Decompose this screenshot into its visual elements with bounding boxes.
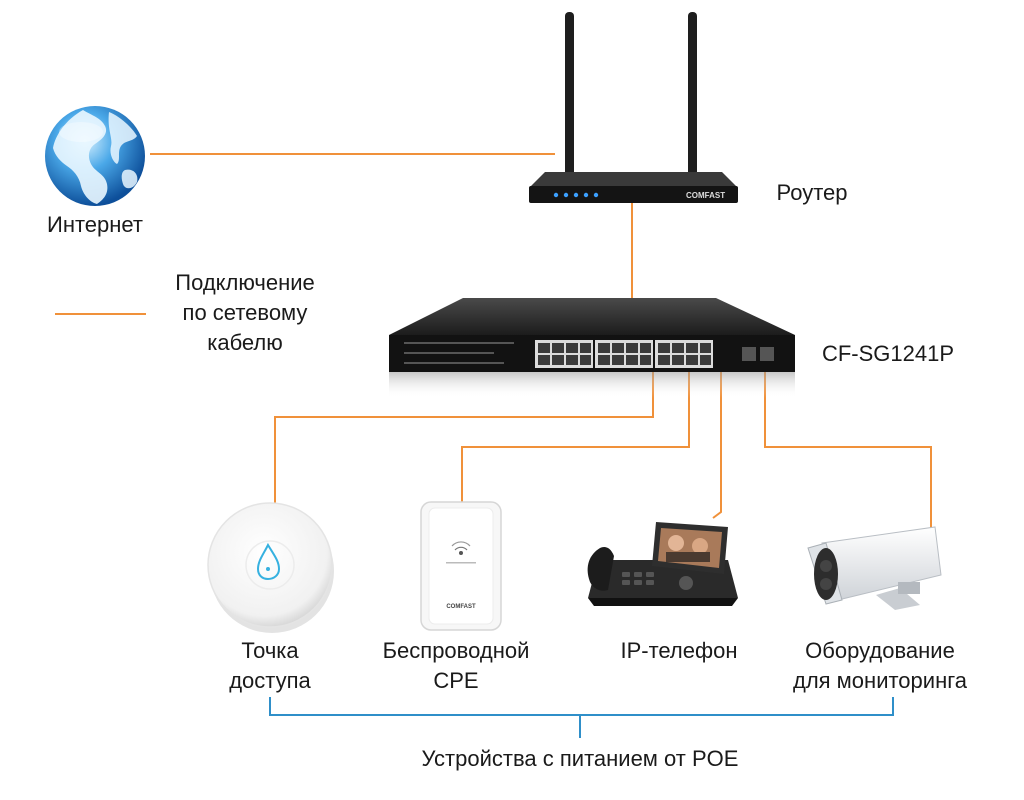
access-point-line-2: доступа — [229, 668, 311, 693]
legend-line-3: кабелю — [207, 330, 283, 355]
access-point-label: Точка доступа — [200, 636, 340, 696]
access-point-line-1: Точка — [241, 638, 299, 663]
cpe-brand: COMFAST — [446, 604, 476, 610]
camera-label: Оборудование для мониторинга — [760, 636, 1000, 696]
wireless-cpe-icon: COMFAST — [420, 501, 502, 631]
legend-line-1: Подключение — [175, 270, 315, 295]
cable-switch-cpe — [461, 372, 690, 505]
cpe-label: Беспроводной CPE — [356, 636, 556, 696]
camera-line-1: Оборудование — [805, 638, 955, 663]
router-icon: COMFAST — [529, 12, 738, 203]
cable-switch-phone — [712, 372, 722, 519]
globe-icon — [45, 106, 145, 206]
router-label: Роутер — [776, 180, 848, 205]
router-brand: COMFAST — [686, 191, 725, 200]
internet-label: Интернет — [47, 212, 143, 237]
surveillance-camera-icon — [807, 526, 942, 610]
poe-group-bracket — [269, 697, 894, 738]
cpe-line-1: Беспроводной — [382, 638, 530, 663]
switch-icon — [389, 298, 795, 398]
cpe-line-2: CPE — [433, 668, 479, 693]
poe-group-label: Устройства с питанием от POE — [421, 746, 739, 771]
legend-line-2: по сетевому — [182, 300, 308, 325]
cable-switch-camera — [764, 372, 932, 536]
ip-phone-icon — [587, 522, 738, 606]
legend-label: Подключение по сетевому кабелю — [140, 268, 350, 358]
camera-line-2: для мониторинга — [792, 668, 967, 693]
switch-label: CF-SG1241P — [821, 341, 955, 366]
ceiling-access-point-icon — [207, 502, 334, 633]
phone-label: IP-телефон — [620, 638, 738, 663]
